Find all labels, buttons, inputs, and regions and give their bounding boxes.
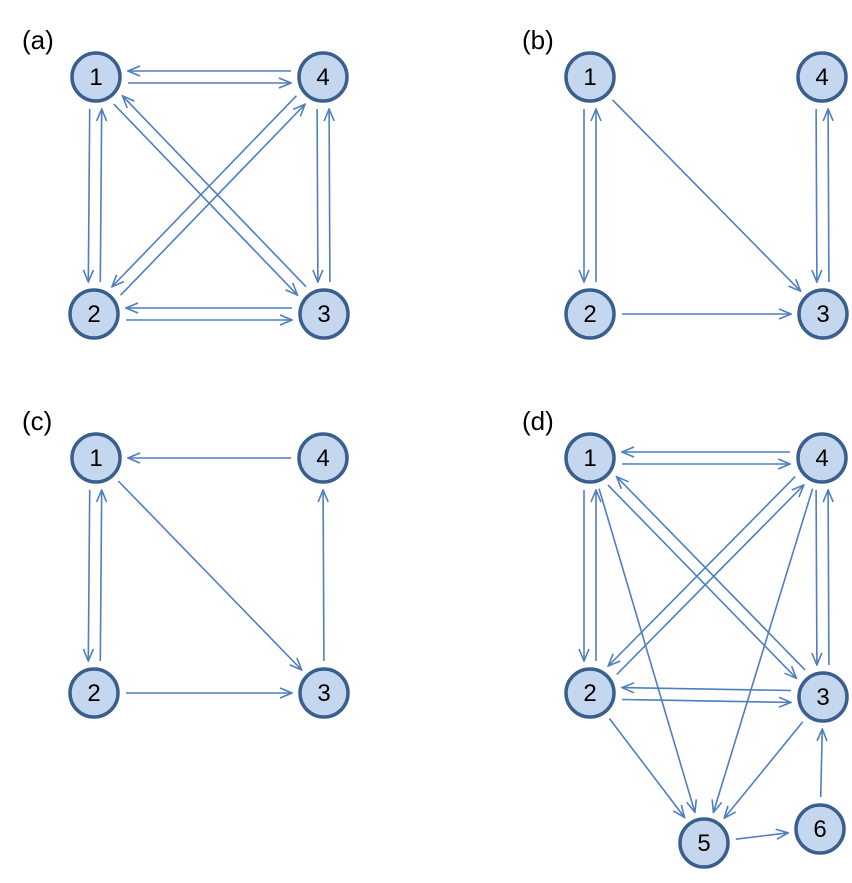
node-label: 4 (815, 64, 828, 91)
node-label: 4 (316, 445, 329, 472)
node-circle (68, 667, 120, 719)
node-label: 6 (813, 816, 826, 843)
node-label: 3 (816, 301, 829, 328)
panel-d-label: (d) (522, 406, 554, 436)
node-circle (564, 51, 616, 103)
edge-2-to-3 (621, 700, 791, 703)
node-label: 4 (316, 64, 329, 91)
edge-3-to-4 (329, 109, 330, 283)
edge-2-to-5 (608, 718, 684, 818)
node-1: 1 (564, 51, 616, 103)
node-label: 1 (89, 445, 102, 472)
panel-a: (a) 1 2 3 4 (22, 25, 350, 340)
node-label: 2 (87, 680, 100, 707)
edge-6-to-3 (821, 729, 823, 798)
edge-3-to-1 (123, 96, 307, 288)
node-4: 4 (297, 432, 349, 484)
node-2: 2 (564, 288, 616, 340)
node-circle (68, 288, 120, 340)
node-label: 1 (583, 64, 596, 91)
node-2: 2 (68, 288, 120, 340)
edge-4-to-3 (317, 108, 318, 282)
edge-1-to-3 (611, 99, 800, 291)
node-4: 4 (796, 51, 848, 103)
node-1: 1 (70, 432, 122, 484)
edge-2-to-4 (120, 104, 306, 296)
node-circle (564, 288, 616, 340)
node-6: 6 (794, 803, 846, 855)
node-circle (70, 51, 122, 103)
edge-1-to-2 (88, 108, 89, 282)
node-circle (297, 51, 349, 103)
node-label: 3 (317, 301, 330, 328)
node-label: 1 (89, 64, 102, 91)
node-circle (564, 667, 616, 719)
edge-2-to-4 (616, 485, 804, 675)
node-circle (297, 432, 349, 484)
node-circle (678, 817, 730, 869)
node-circle (796, 51, 848, 103)
node-circle (298, 667, 350, 719)
edge-3-to-2 (622, 688, 792, 691)
node-label: 5 (697, 830, 710, 857)
panel-c-label: (c) (22, 406, 52, 436)
edge-3-to-4 (323, 490, 324, 662)
node-1: 1 (70, 51, 122, 103)
node-circle (70, 432, 122, 484)
edge-1-to-2 (88, 489, 89, 661)
node-2: 2 (564, 667, 616, 719)
node-circle (794, 803, 846, 855)
node-label: 2 (583, 301, 596, 328)
panel-c: (c) 1 2 3 4 (22, 406, 350, 719)
node-label: 3 (816, 684, 829, 711)
node-label: 1 (583, 445, 596, 472)
edge-1-to-5 (598, 488, 695, 813)
panel-b-label: (b) (522, 25, 554, 55)
node-2: 2 (68, 667, 120, 719)
node-1: 1 (564, 432, 616, 484)
edge-4-to-3 (816, 108, 817, 282)
node-4: 4 (297, 51, 349, 103)
edge-1-to-3 (113, 103, 298, 295)
node-label: 4 (815, 445, 828, 472)
edge-3-to-1 (617, 477, 806, 671)
node-circle (564, 432, 616, 484)
node-label: 2 (87, 301, 100, 328)
node-3: 3 (298, 667, 350, 719)
edge-1-to-3 (117, 480, 301, 670)
edge-3-to-4 (828, 490, 829, 666)
edge-4-to-5 (713, 488, 814, 813)
node-label: 2 (583, 680, 596, 707)
edge-2-to-1 (100, 490, 101, 662)
node-3: 3 (797, 671, 849, 723)
edge-1-to-3 (607, 484, 796, 678)
node-3: 3 (797, 288, 849, 340)
node-5: 5 (678, 817, 730, 869)
edge-4-to-2 (112, 95, 297, 287)
node-circle (796, 432, 848, 484)
node-circle (797, 288, 849, 340)
node-circle (797, 671, 849, 723)
panel-a-label: (a) (22, 25, 54, 55)
edge-2-to-1 (100, 109, 101, 283)
edge-4-to-3 (816, 489, 817, 665)
edge-3-to-5 (724, 721, 804, 818)
node-circle (298, 288, 350, 340)
edge-3-to-4 (828, 109, 829, 283)
node-4: 4 (796, 432, 848, 484)
node-3: 3 (298, 288, 350, 340)
edge-4-to-2 (608, 476, 796, 666)
panel-d: (d) 1 2 3 4 5 6 (522, 406, 849, 869)
panel-b: (b) 1 2 3 4 (522, 25, 849, 340)
edge-5-to-6 (735, 833, 788, 840)
node-label: 3 (317, 680, 330, 707)
